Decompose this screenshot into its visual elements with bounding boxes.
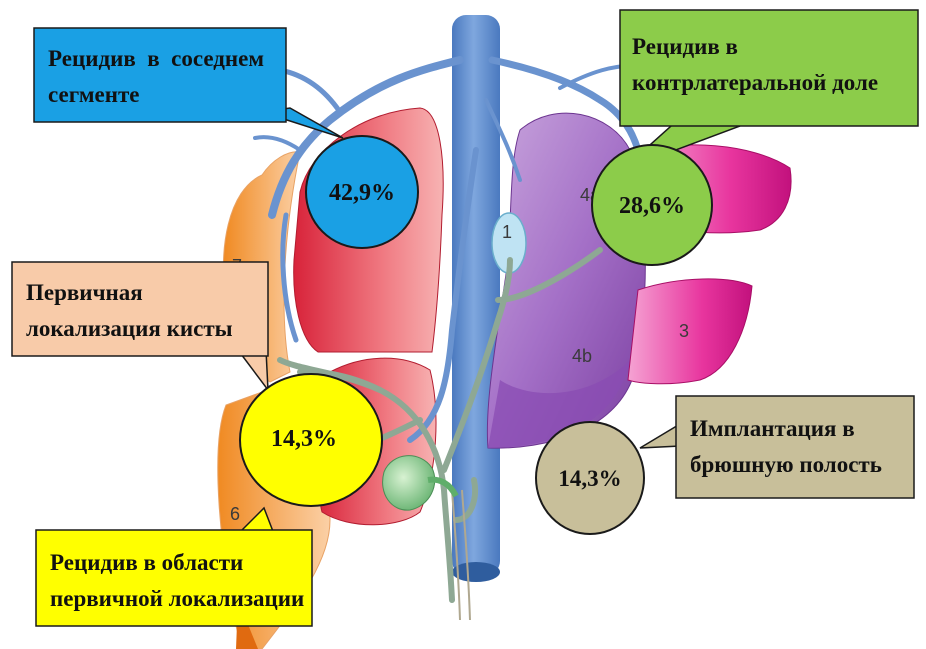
segment-label-3: 3 bbox=[679, 321, 689, 341]
callout-primary-site-line2: локализация кисты bbox=[26, 316, 233, 341]
callout-adjacent-segment: Рецидив в соседнем сегменте bbox=[34, 28, 343, 138]
percent-primary-value: 14,3% bbox=[271, 426, 337, 452]
callout-implantation-line1: Имплантация в bbox=[690, 416, 855, 441]
callout-implantation-pointer bbox=[640, 424, 680, 448]
percent-circle-implant: 14,3% bbox=[536, 422, 644, 534]
callout-implantation: Имплантация в брюшную полость bbox=[640, 396, 914, 498]
callout-adjacent-line2: сегменте bbox=[48, 82, 139, 107]
segment-3-lobe bbox=[628, 279, 752, 384]
callout-contralateral-line1: Рецидив в bbox=[632, 34, 738, 59]
percent-circle-primary: 14,3% bbox=[240, 374, 382, 506]
segment-label-1: 1 bbox=[502, 222, 512, 242]
callout-primary-site: Первичная локализация кисты bbox=[12, 262, 268, 390]
gallbladder bbox=[383, 456, 435, 510]
callout-contralateral-line2: контрлатеральной доле bbox=[632, 70, 878, 95]
percent-circle-adjacent: 42,9% bbox=[306, 136, 418, 248]
callout-implantation-line2: брюшную полость bbox=[690, 452, 882, 477]
ivc-bottom-opening bbox=[452, 562, 500, 582]
segment-label-4b: 4b bbox=[572, 346, 592, 366]
callout-adjacent-line1: Рецидив в соседнем bbox=[48, 46, 264, 71]
callout-primary-recurrence: Рецидив в области первичной локализации bbox=[36, 508, 312, 626]
percent-implant-value: 14,3% bbox=[558, 466, 621, 491]
percent-adjacent-value: 42,9% bbox=[329, 180, 395, 206]
callout-primary-recurrence-line2: первичной локализации bbox=[50, 586, 304, 611]
percent-circle-contralateral: 28,6% bbox=[592, 145, 712, 265]
segment-label-6: 6 bbox=[230, 504, 240, 524]
callout-primary-recurrence-line1: Рецидив в области bbox=[50, 550, 243, 575]
callout-primary-site-line1: Первичная bbox=[26, 280, 143, 305]
percent-contralateral-value: 28,6% bbox=[619, 193, 685, 219]
